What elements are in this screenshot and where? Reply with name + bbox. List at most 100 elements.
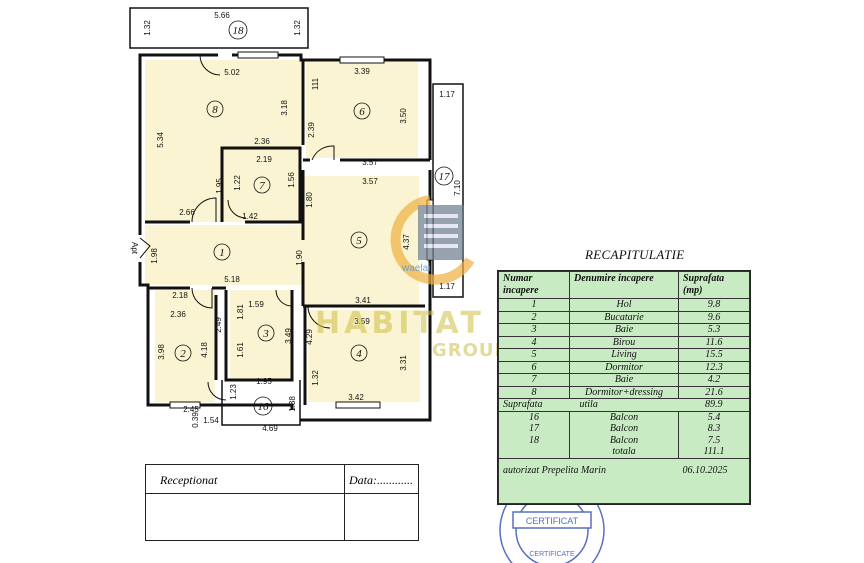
header-suprafata: Suprafata (mp) <box>678 271 750 299</box>
dim-label: 1.59 <box>248 300 264 309</box>
dim-label: 2.18 <box>172 291 188 300</box>
svg-text:18: 18 <box>233 25 245 37</box>
dim-label: 111 <box>311 77 320 90</box>
svg-text:7: 7 <box>259 180 265 192</box>
dim-label: 1.42 <box>242 212 258 221</box>
balcony-16 <box>221 380 301 426</box>
balcony-17 <box>432 83 464 298</box>
reception-divider <box>344 465 345 540</box>
balcony-18 <box>129 7 309 49</box>
dim-label: 1.32 <box>293 20 302 36</box>
dim-label: 2.66 <box>179 208 195 217</box>
dim-label: 1.90 <box>295 250 304 266</box>
dim-label: 2.36 <box>254 137 270 146</box>
room-16-label: 16 <box>253 396 273 416</box>
room-labels: 8 6 7 1 5 2 3 4 16 17 18 <box>174 20 454 416</box>
dim-label: 3.98 <box>157 344 166 360</box>
room-7-fill <box>226 150 298 220</box>
dim-label: 5.18 <box>224 275 240 284</box>
dim-label: 3.57 <box>362 177 378 186</box>
dim-label: 4.18 <box>200 342 209 358</box>
dim-label: 1.32 <box>311 370 320 386</box>
window-6 <box>339 56 385 64</box>
dim-label: 2.49 <box>214 317 223 333</box>
entrance-label: Apt <box>130 242 139 255</box>
room-4-fill <box>308 310 420 402</box>
dim-label: 5.34 <box>156 132 165 148</box>
dim-label: 1.22 <box>233 175 242 191</box>
door-3-arc <box>275 289 293 307</box>
reception-label: Receptionat <box>160 473 218 487</box>
dim-label: 3.42 <box>348 393 364 402</box>
reception-box: Receptionat Data:............ <box>145 464 419 541</box>
stamp-center-box <box>512 511 592 529</box>
svg-text:3: 3 <box>262 328 269 340</box>
door-8-arc <box>191 197 217 223</box>
dim-label: 0.39 <box>191 412 200 428</box>
svg-text:4: 4 <box>356 348 362 360</box>
dimension-labels: 5.66 1.32 1.32 5.02 3.39 111 1.17 5.34 3… <box>130 11 462 433</box>
dim-label: 1.38 <box>288 396 297 412</box>
dim-label: 2.19 <box>256 155 272 164</box>
dim-label: 1.95 <box>256 377 272 386</box>
door-4-arc <box>307 305 331 329</box>
outer-wall-left <box>138 53 218 235</box>
watermark-logo <box>390 195 475 285</box>
room-2-label: 2 <box>174 344 192 362</box>
dim-label: 3.49 <box>284 328 293 344</box>
room-1-fill <box>145 225 303 285</box>
room-8-label: 8 <box>206 100 224 118</box>
reception-date-label: Data:............ <box>349 473 413 487</box>
dim-label: 3.57 <box>362 158 378 167</box>
svg-text:17: 17 <box>439 171 451 183</box>
dim-label: 1.98 <box>150 248 159 264</box>
room-6-fill <box>306 62 418 158</box>
dim-label: 5.02 <box>224 68 240 77</box>
svg-text:5: 5 <box>356 235 362 247</box>
svg-text:1: 1 <box>219 247 225 259</box>
room-17-label: 17 <box>434 166 454 186</box>
window-2 <box>169 401 201 409</box>
dim-label: 4.69 <box>262 424 278 433</box>
header-denumire: Denumire incapere <box>569 271 679 299</box>
watermark-text: HABITAT <box>315 306 485 341</box>
entrance-door <box>139 237 151 259</box>
dim-label: 1.17 <box>439 282 455 291</box>
door-6-arc <box>311 145 335 161</box>
watermark-building-icon <box>418 205 464 260</box>
dim-label: 3.59 <box>354 317 370 326</box>
dim-label: 1.54 <box>203 416 219 425</box>
room-1-label: 1 <box>213 243 231 261</box>
dim-label: 3.18 <box>280 100 289 116</box>
window-8 <box>237 51 279 59</box>
dim-label: 1.95 <box>215 178 224 194</box>
dim-label: 1.17 <box>439 90 455 99</box>
wall-bath-3 <box>224 290 294 382</box>
dim-label: 5.66 <box>214 11 230 20</box>
dim-label: 7.10 <box>453 180 462 196</box>
outer-wall-bottom <box>138 262 294 410</box>
doors <box>139 54 335 401</box>
room-5-label: 5 <box>350 231 368 249</box>
dim-label: 3.31 <box>399 355 408 371</box>
stamp-bottom-text: CERTIFICATE <box>529 551 575 558</box>
room-18-label: 18 <box>228 20 248 40</box>
room-3-label: 3 <box>257 324 275 342</box>
dim-label: 1.80 <box>305 192 314 208</box>
room-7-label: 7 <box>253 176 271 194</box>
dim-label: 1.32 <box>143 20 152 36</box>
watermark-sun-icon <box>390 195 475 285</box>
room-3-fill <box>230 290 292 380</box>
signature-text: autorizat Prepelita Marin <box>498 457 679 504</box>
watermark-subtext: GROUP <box>432 340 509 361</box>
header-numar: Numar incapere <box>498 271 570 299</box>
